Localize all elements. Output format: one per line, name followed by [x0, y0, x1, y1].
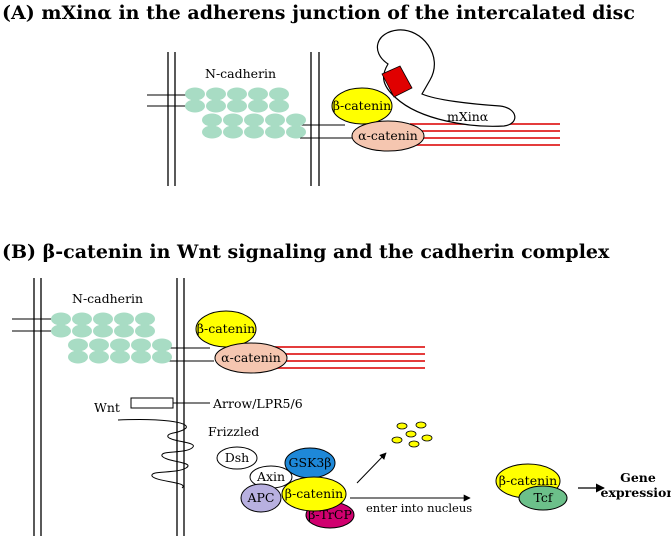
- beta-catenin-label: β-catenin: [333, 98, 391, 113]
- panel-a-heading: (A) mXinα in the adherens junction of th…: [2, 2, 635, 24]
- alpha-catenin: [351, 120, 425, 152]
- n-cadherin-domain: [93, 312, 113, 326]
- fragment: [408, 440, 420, 448]
- n-cadherin-domain: [265, 113, 285, 127]
- n-cadherin-domain: [114, 324, 134, 338]
- tcf: [518, 485, 568, 511]
- n-cadherin-domain: [72, 312, 92, 326]
- n-cadherin-domain: [72, 324, 92, 338]
- n-cadherin-domain: [152, 338, 172, 352]
- n-cadherin-domain: [248, 87, 268, 101]
- panel-a-connectors: [147, 94, 352, 139]
- n-cadherin-domain: [185, 99, 205, 113]
- n-cadherin-domain: [206, 87, 226, 101]
- apc: [240, 483, 282, 513]
- n-cadherin-domain: [286, 113, 306, 127]
- gene-label: Gene: [620, 470, 656, 485]
- fragment: [391, 436, 403, 444]
- dsh-label: Dsh: [225, 450, 250, 465]
- panel-b: (B) β-catenin in Wnt signaling and the c…: [2, 241, 671, 536]
- enter-nucleus-label: enter into nucleus: [366, 501, 472, 515]
- n-cadherin-domain: [227, 87, 247, 101]
- degraded-fragments: [391, 421, 433, 448]
- wnt-label: Wnt: [94, 400, 120, 415]
- n-cadherin-domain: [68, 338, 88, 352]
- n-cadherin-domain: [223, 125, 243, 139]
- gsk3b-label: GSK3β: [288, 455, 331, 470]
- beta-catenin-nuclear-label: β-catenin: [499, 473, 557, 488]
- alpha-catenin-label: α-catenin: [221, 350, 281, 365]
- alpha-catenin-label: α-catenin: [358, 128, 418, 143]
- mxin-binding-site: [381, 65, 413, 98]
- n-cadherin-domain: [114, 312, 134, 326]
- n-cadherin-domain: [269, 87, 289, 101]
- n-cadherin-domain: [269, 99, 289, 113]
- fragment: [405, 430, 417, 438]
- n-cadherin-domain: [265, 125, 285, 139]
- n-cadherin-domain: [244, 125, 264, 139]
- apc-label: APC: [246, 490, 274, 505]
- expression-label: expression: [601, 485, 671, 500]
- n-cadherin-domain: [131, 338, 151, 352]
- beta-catenin-complex-label: β-catenin: [285, 486, 343, 501]
- panel-a: (A) mXinα in the adherens junction of th…: [2, 2, 635, 186]
- beta-catenin-label: β-catenin: [197, 321, 255, 336]
- fragment: [415, 421, 427, 429]
- n-cadherin-domain: [135, 324, 155, 338]
- beta-catenin-complex: [281, 476, 347, 512]
- tcf-label: Tcf: [534, 490, 554, 505]
- alpha-catenin: [214, 342, 288, 374]
- n-cadherin-domain: [110, 350, 130, 364]
- n-cadherin-label: N-cadherin: [205, 66, 276, 81]
- mxin-label: mXinα: [447, 109, 489, 124]
- n-cadherin-domain: [185, 87, 205, 101]
- n-cadherin-domain: [51, 312, 71, 326]
- n-cadherin-domain: [51, 324, 71, 338]
- dsh: [216, 446, 258, 470]
- n-cadherin-domain: [202, 113, 222, 127]
- frizzled-receptor: [117, 419, 194, 489]
- fragment: [396, 422, 408, 430]
- actin-filaments: [275, 346, 425, 369]
- panel-b-connectors: [12, 318, 214, 362]
- n-cadherin-domain: [248, 99, 268, 113]
- panel-a-membranes: [167, 52, 320, 186]
- panel-b-heading: (B) β-catenin in Wnt signaling and the c…: [2, 241, 610, 263]
- n-cadherin-domain: [110, 338, 130, 352]
- n-cadherin-domain: [223, 113, 243, 127]
- fragment: [421, 434, 433, 442]
- n-cadherin-domain: [202, 125, 222, 139]
- beta-catenin: [331, 87, 393, 125]
- axin-label: Axin: [256, 469, 285, 484]
- n-cadherin-domain: [135, 312, 155, 326]
- arrow-lpr-receptor: [130, 397, 174, 409]
- n-cadherin-domain: [89, 350, 109, 364]
- n-cadherin-domain: [93, 324, 113, 338]
- n-cadherin-cluster: [51, 312, 172, 364]
- degradation-arrow: [356, 452, 387, 484]
- panel-b-membranes: [33, 278, 185, 536]
- mxin-alpha-protein: [376, 29, 516, 127]
- n-cadherin-cluster: [185, 87, 306, 139]
- actin-filaments: [410, 123, 560, 146]
- frizzled-label: Frizzled: [208, 424, 259, 439]
- n-cadherin-domain: [131, 350, 151, 364]
- n-cadherin-domain: [206, 99, 226, 113]
- n-cadherin-domain: [152, 350, 172, 364]
- n-cadherin-domain: [89, 338, 109, 352]
- n-cadherin-domain: [286, 125, 306, 139]
- n-cadherin-label: N-cadherin: [72, 291, 143, 306]
- arrow-lpr-label: Arrow/LPR5/6: [212, 396, 303, 411]
- n-cadherin-domain: [227, 99, 247, 113]
- n-cadherin-domain: [244, 113, 264, 127]
- n-cadherin-domain: [68, 350, 88, 364]
